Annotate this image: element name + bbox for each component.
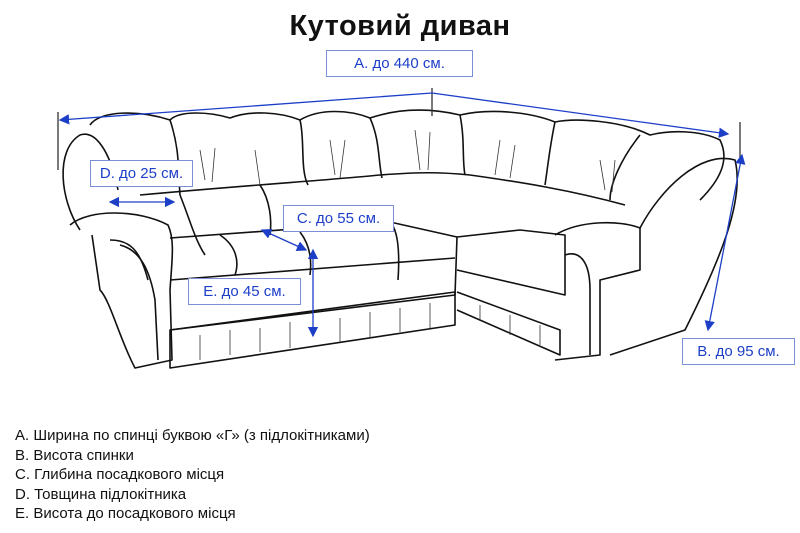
dimension-c-arrow <box>260 229 308 251</box>
dimension-a-left-arrow <box>58 92 433 125</box>
legend-item-d: D. Товщина підлокітника <box>15 485 187 503</box>
dimension-c-label: C. до 55 см. <box>283 205 394 232</box>
stitch-lines <box>199 129 616 360</box>
dimension-lines <box>57 88 746 338</box>
sofa-outline <box>62 109 739 369</box>
legend-item-c: C. Глибина посадкового місця <box>15 466 225 483</box>
dimension-b-arrow <box>704 153 746 332</box>
dimension-a-right-arrow <box>431 92 730 138</box>
page-title: Кутовий диван <box>289 10 511 42</box>
dimension-d-label: D. до 25 см. <box>90 160 193 187</box>
legend-item-a: A. Ширина по спинці буквою «Г» (з підлок… <box>15 427 370 444</box>
legend: A. Ширина по спинці буквою «Г» (з підлок… <box>15 426 370 524</box>
dimension-e-label: E. до 45 см. <box>188 278 301 305</box>
legend-item-e: E. Висота до посадкового місця <box>15 505 236 522</box>
dimension-b-label: B. до 95 см. <box>682 338 795 365</box>
legend-item-b: B. Висота спинки <box>15 446 134 464</box>
dimension-a-label: A. до 440 см. <box>326 50 473 77</box>
